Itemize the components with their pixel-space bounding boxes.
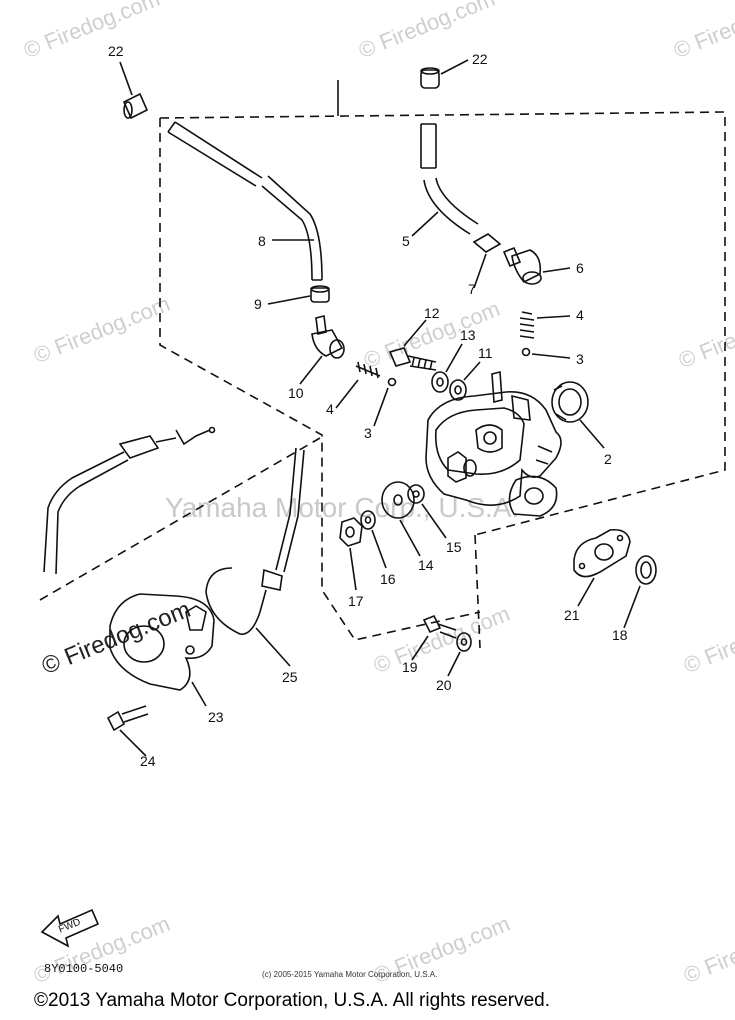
washer-16	[360, 510, 376, 530]
cap-22-right	[420, 67, 440, 89]
cable-25	[205, 447, 305, 635]
callout-13: 13	[460, 327, 476, 343]
callout-3-left: 3	[364, 425, 372, 441]
nut-17	[339, 517, 363, 547]
leader-3-right	[531, 353, 571, 359]
callout-3-right: 3	[576, 351, 584, 367]
callout-8: 8	[258, 233, 266, 249]
pulley-cover-23	[109, 593, 215, 691]
fitting-10	[311, 315, 345, 359]
callout-18: 18	[612, 627, 628, 643]
washer-15	[407, 484, 425, 504]
leader-24	[119, 729, 147, 757]
callout-2: 2	[604, 451, 612, 467]
clamp-7	[472, 233, 502, 253]
clamp-9	[310, 285, 330, 303]
hose-5	[420, 123, 479, 235]
leader-22-right	[440, 59, 469, 75]
oil-seal-2	[551, 381, 589, 423]
leader-4-left	[335, 379, 359, 409]
callout-16: 16	[380, 571, 396, 587]
leader-3-left	[373, 387, 389, 427]
leader-21	[577, 577, 595, 607]
callout-20: 20	[436, 677, 452, 693]
callout-14: 14	[418, 557, 434, 573]
callout-21: 21	[564, 607, 580, 623]
hose-8	[167, 121, 323, 281]
callout-24: 24	[140, 753, 156, 769]
callout-10: 10	[288, 385, 304, 401]
leader-5	[411, 211, 439, 237]
dashed-line-bottom	[474, 534, 481, 649]
footer-copyright: ©2013 Yamaha Motor Corporation, U.S.A. A…	[34, 990, 550, 1011]
ball-3-right	[521, 347, 531, 357]
fitting-6	[502, 246, 542, 285]
callout-22-left: 22	[108, 43, 124, 59]
callout-4-right: 4	[576, 307, 584, 323]
leader-17	[349, 547, 357, 591]
leader-19	[411, 635, 429, 661]
leader-13	[445, 343, 463, 373]
leader-25	[255, 627, 291, 667]
plate-14	[381, 481, 415, 519]
throttle-cable	[43, 426, 216, 575]
o-ring-18	[635, 555, 657, 585]
dashed-boundary-left	[39, 437, 321, 601]
cap-22-left	[122, 92, 149, 120]
leader-22-left	[119, 61, 133, 96]
callout-4-left: 4	[326, 401, 334, 417]
gasket-21	[573, 528, 631, 578]
dashed-boundary	[159, 111, 726, 641]
leader-7	[473, 253, 487, 289]
bolt-19	[422, 614, 457, 639]
bolt-12	[388, 347, 437, 371]
leader-9	[267, 295, 311, 305]
callout-9: 9	[254, 296, 262, 312]
bolt-24	[106, 705, 149, 732]
leader-20	[447, 651, 461, 677]
pump-body	[425, 370, 562, 517]
leader-12	[403, 319, 427, 347]
leader-23	[191, 681, 207, 707]
spring-4-right	[519, 311, 535, 339]
leader-2	[579, 419, 605, 449]
leader-15	[421, 503, 447, 539]
callout-12: 12	[424, 305, 440, 321]
leader-16	[371, 529, 387, 569]
diagram-code: 8Y0100-5040	[44, 962, 124, 976]
fwd-arrow-icon	[40, 908, 100, 948]
spring-4-left	[355, 361, 381, 379]
leader-14	[399, 519, 421, 557]
leader-4-right	[536, 315, 571, 319]
small-copyright: (c) 2005-2015 Yamaha Motor Corporation, …	[262, 970, 438, 979]
watermark-center: Yamaha Motor Corp., U.S.A.	[165, 492, 520, 523]
callout-labels: 22 22 8 5 6 7 9 10 12 13 11 4 4 3 3 2 14…	[57, 43, 628, 935]
callout-19: 19	[402, 659, 418, 675]
callout-25: 25	[282, 669, 298, 685]
leader-11	[463, 361, 481, 381]
washer-20	[456, 632, 472, 652]
callout-17: 17	[348, 593, 364, 609]
leader-18	[623, 585, 641, 629]
callout-22-right: 22	[472, 51, 488, 67]
callout-11: 11	[478, 345, 493, 361]
callout-15: 15	[446, 539, 462, 555]
callout-7: 7	[468, 281, 476, 297]
washer-13	[431, 371, 449, 393]
callout-23: 23	[208, 709, 224, 725]
leader-10	[299, 355, 323, 385]
washer-11	[449, 379, 467, 401]
callout-5: 5	[402, 233, 410, 249]
leader-6	[542, 267, 571, 273]
ball-3-left	[387, 377, 397, 387]
callout-6: 6	[576, 260, 584, 276]
